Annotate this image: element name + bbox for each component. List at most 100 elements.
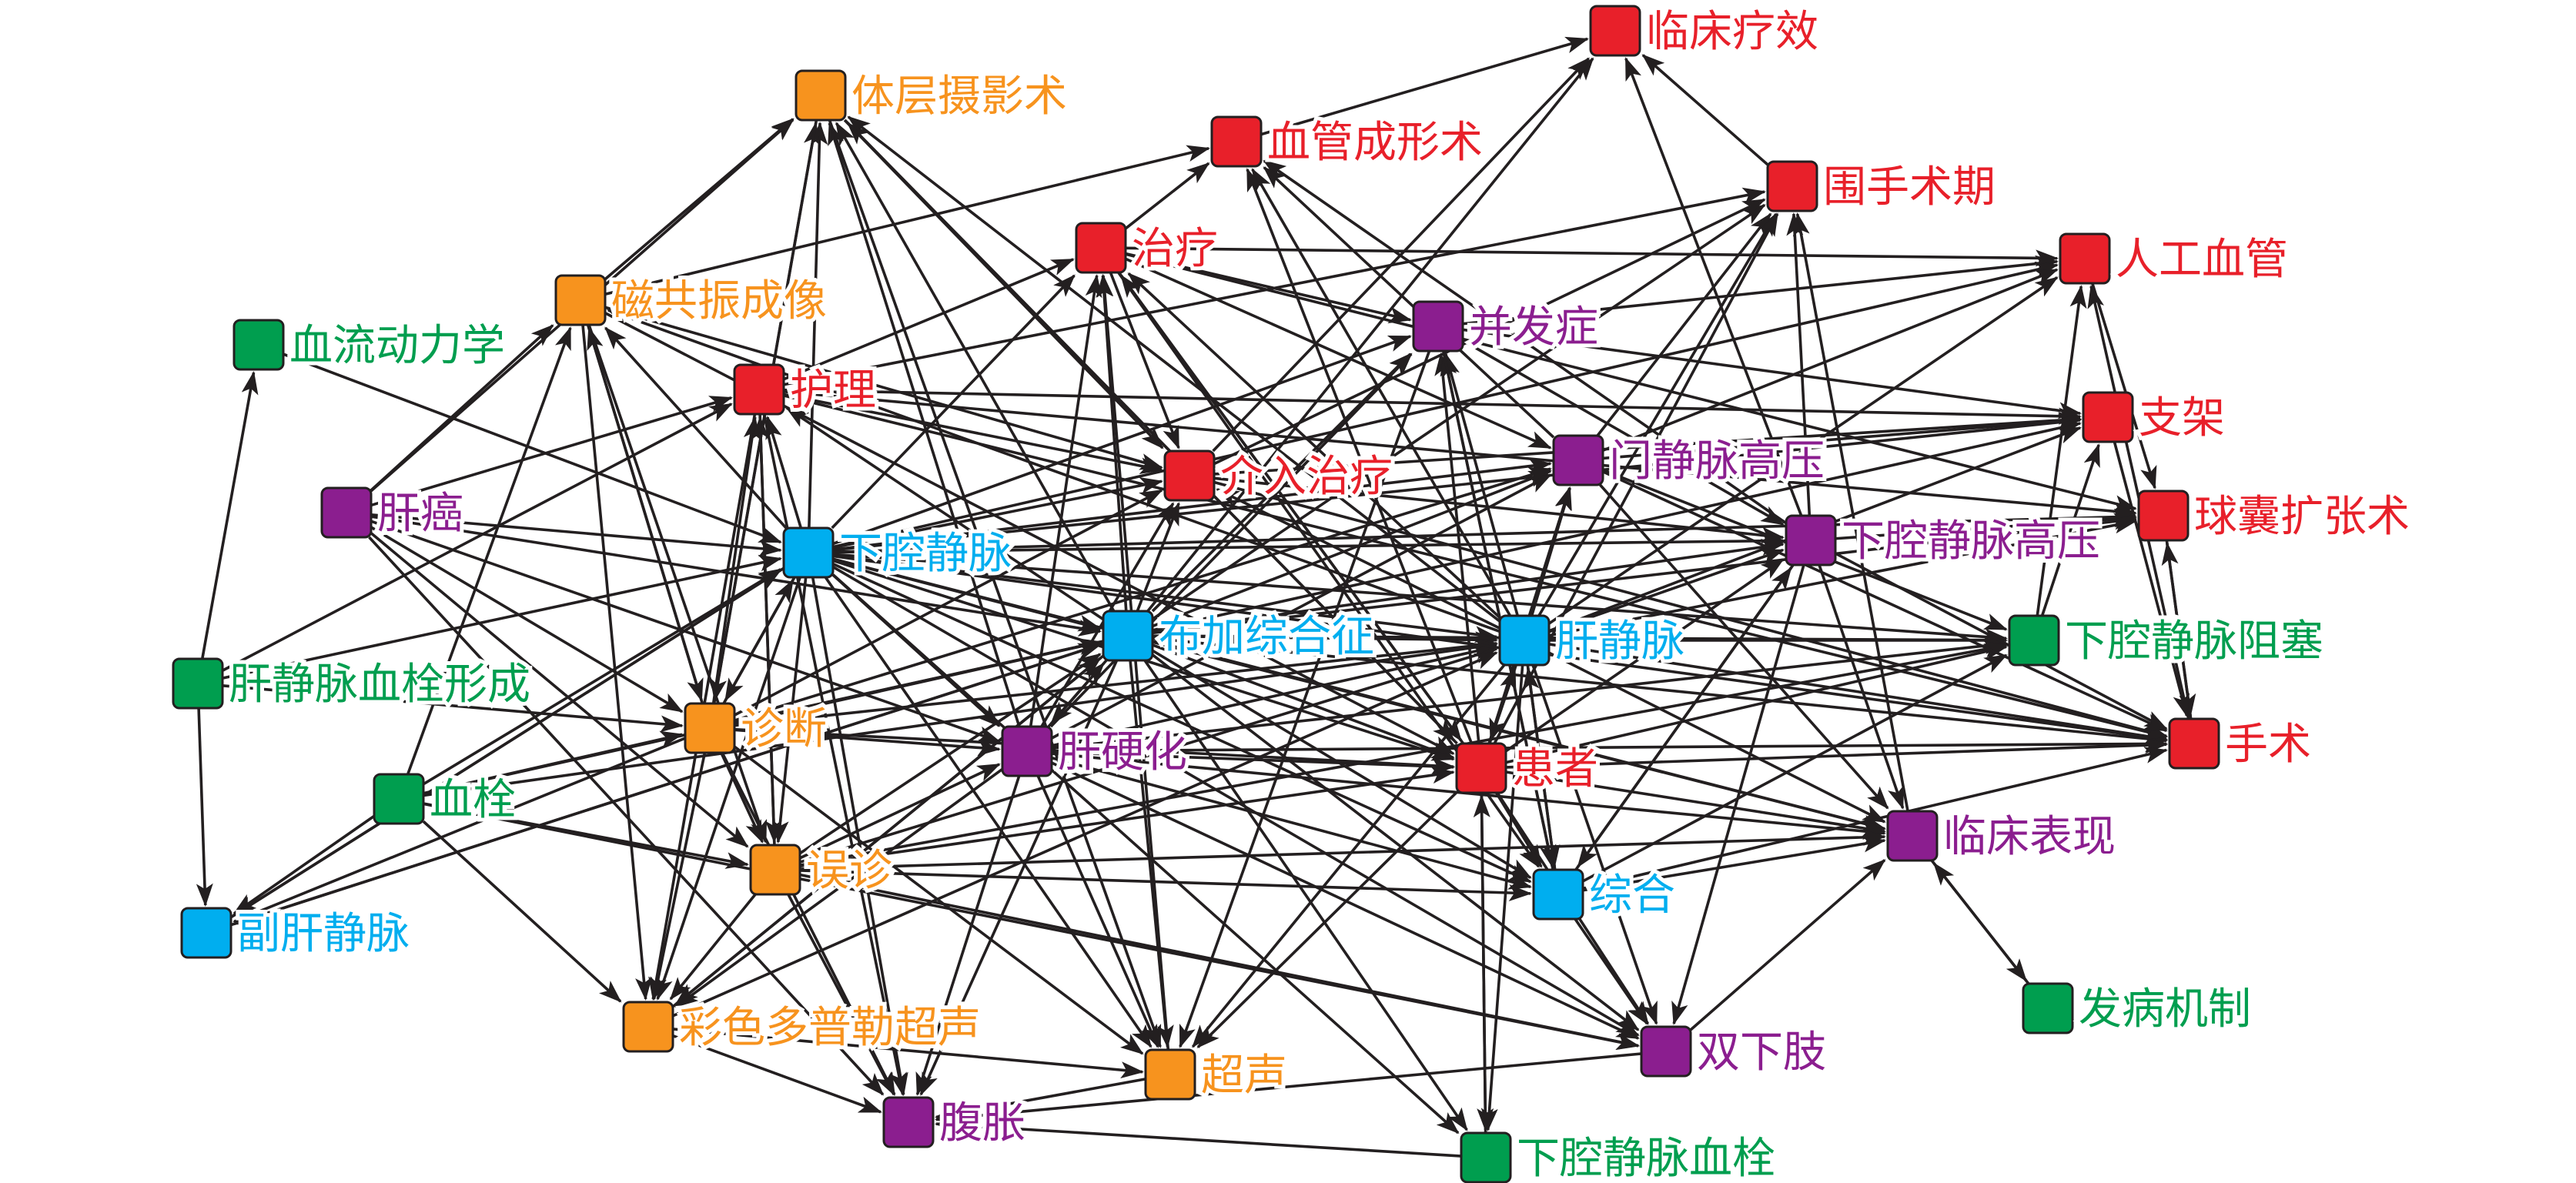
node-marker-cigongzhen[interactable] — [554, 274, 607, 326]
node-marker-xueliudonglixue[interactable] — [233, 319, 285, 371]
node-qiunangkuozhang[interactable]: 球囊扩张术 — [2137, 488, 2414, 546]
node-marker-chaosheng[interactable] — [1144, 1048, 1196, 1101]
node-xueliudonglixue[interactable]: 血流动力学 — [233, 317, 509, 375]
edge-ganyinghua-to-ganjingmai — [1051, 643, 1498, 747]
edge-xiaqiangjingmai-to-xiaqiangxueshuan — [831, 573, 1460, 1135]
node-marker-xiaqiangxueshuan[interactable] — [1460, 1131, 1512, 1183]
node-marker-caisedopule[interactable] — [622, 1001, 674, 1053]
node-zhenduan[interactable]: 诊断 — [684, 700, 831, 758]
node-label-cigongzhen: 磁共振成像 — [611, 276, 827, 326]
node-marker-fabingjizhi[interactable] — [2022, 982, 2074, 1034]
node-jieruzhiliao[interactable]: 介入治疗 — [1163, 448, 1397, 506]
node-linchuangbiaoxian[interactable]: 临床表现 — [1886, 808, 2119, 866]
node-xiaqiangjingmaigaoya[interactable]: 下腔静脉高压 — [1785, 513, 2104, 570]
node-huli[interactable]: 护理 — [733, 362, 880, 419]
edge-bujiazonghezheng-to-zonghe — [1152, 649, 1532, 879]
node-cigongzhen[interactable]: 磁共振成像 — [554, 272, 831, 330]
node-linchuangliaoxiao[interactable]: 临床疗效 — [1589, 3, 1822, 61]
node-rengongxueguan[interactable]: 人工血管 — [2059, 231, 2292, 289]
node-marker-rengongxueguan[interactable] — [2059, 232, 2111, 285]
node-marker-tiqengsheying[interactable] — [795, 69, 847, 122]
node-marker-xueshuan[interactable] — [373, 773, 425, 825]
node-chaosheng[interactable]: 超声 — [1144, 1047, 1291, 1104]
node-weishoushuqi[interactable]: 围手术期 — [1766, 159, 1999, 216]
node-marker-fuzhang[interactable] — [882, 1096, 935, 1148]
node-zonghe[interactable]: 综合 — [1532, 867, 1679, 924]
node-shoushu[interactable]: 手术 — [2168, 716, 2315, 774]
node-marker-xiaqiangjingmaigaoya[interactable] — [1785, 514, 1837, 566]
node-ganjingmai[interactable]: 肝静脉 — [1498, 613, 1688, 670]
node-label-huli: 护理 — [790, 366, 876, 416]
edge-ganai-to-huli — [370, 396, 733, 507]
node-marker-ganyinghua[interactable] — [1001, 725, 1053, 777]
edge-wuzhen-to-zonghe — [799, 869, 1532, 901]
node-fabingjizhi[interactable]: 发病机制 — [2022, 981, 2255, 1038]
edge-xiaqiangjingmaigaoya-to-qiunangkuozhang — [1835, 510, 2137, 540]
edge-menjingmaigaoya-to-shoushu — [1602, 470, 2168, 733]
node-marker-qiunangkuozhang[interactable] — [2137, 490, 2190, 542]
node-bingfazheng[interactable]: 并发症 — [1412, 299, 1602, 356]
node-shuangxiazhi[interactable]: 双下肢 — [1640, 1024, 1830, 1081]
edge-bujiazonghezheng-to-xiaqiangjingmaigaoya — [1152, 539, 1785, 634]
node-marker-huanzhe[interactable] — [1455, 742, 1507, 794]
node-ganjingmaixueshuan[interactable]: 肝静脉血栓形成 — [172, 656, 534, 713]
node-marker-ganai[interactable] — [320, 486, 373, 539]
node-xiaqiangxueshuan[interactable]: 下腔静脉血栓 — [1460, 1130, 1779, 1183]
edge-ganjingmaixueshuan-to-zhenduan — [222, 683, 684, 733]
node-zhijia[interactable]: 支架 — [2082, 389, 2229, 447]
node-marker-shoushu[interactable] — [2168, 717, 2220, 770]
edge-bingfazheng-to-xiaqiangjingmaigaoya — [1462, 339, 1785, 526]
node-marker-linchuangbiaoxian[interactable] — [1886, 810, 1939, 862]
edge-huanzhe-to-linchuangbiaoxian — [1505, 770, 1886, 837]
node-marker-fuganjingmai[interactable] — [180, 907, 233, 959]
node-marker-wuzhen[interactable] — [749, 844, 801, 896]
node-marker-shuangxiazhi[interactable] — [1640, 1025, 1692, 1078]
node-label-rengongxueguan: 人工血管 — [2116, 235, 2288, 285]
node-huanzhe[interactable]: 患者 — [1455, 740, 1602, 798]
edge-ganjingmai-to-bingfazheng — [1443, 353, 1519, 617]
node-marker-weishoushuqi[interactable] — [1766, 160, 1818, 212]
edge-bujiazonghezheng-to-xiaqiangxueshuan — [1143, 659, 1468, 1131]
edge-wuzhen-to-caisedopule — [669, 893, 757, 1001]
node-xueshuan[interactable]: 血栓 — [373, 771, 520, 829]
node-marker-menjingmaigaoya[interactable] — [1552, 434, 1604, 486]
edge-menjingmaigaoya-to-rengongxueguan — [1602, 268, 2059, 452]
node-label-xueguanchengxing: 血管成形术 — [1267, 118, 1483, 168]
node-marker-xueguanchengxing[interactable] — [1210, 115, 1263, 168]
node-marker-bujiazonghezheng[interactable] — [1102, 610, 1154, 662]
node-xiaqiangzusai[interactable]: 下腔静脉阻塞 — [2008, 613, 2327, 670]
node-wuzhen[interactable]: 误诊 — [749, 842, 896, 900]
node-marker-bingfazheng[interactable] — [1412, 300, 1464, 353]
node-fuzhang[interactable]: 腹胀 — [882, 1094, 1029, 1152]
node-marker-zhenduan[interactable] — [684, 702, 736, 754]
edge-xiaqiangzusai-to-zhijia — [2040, 443, 2100, 617]
node-marker-linchuangliaoxiao[interactable] — [1589, 5, 1641, 57]
node-marker-zhijia[interactable] — [2082, 391, 2134, 443]
edge-ganjingmaixueshuan-to-xueliudonglixue — [200, 371, 259, 660]
node-fuganjingmai[interactable]: 副肝静脉 — [180, 905, 413, 963]
node-ganai[interactable]: 肝癌 — [320, 485, 467, 543]
node-marker-xiaqiangjingmai[interactable] — [782, 526, 835, 579]
edge-shuangxiazhi-to-linchuangbiaoxian — [1689, 859, 1886, 1031]
node-marker-jieruzhiliao[interactable] — [1163, 449, 1216, 502]
node-zhiliao[interactable]: 治疗 — [1075, 220, 1222, 278]
node-bujiazonghezheng[interactable]: 布加综合征 — [1102, 608, 1378, 666]
edge-zhiliao-to-jieruzhiliao — [1109, 272, 1180, 449]
node-marker-huli[interactable] — [733, 363, 785, 416]
edge-cigongzhen-to-wuzhen — [587, 324, 768, 844]
node-label-chaosheng: 超声 — [1201, 1051, 1287, 1101]
node-marker-zhiliao[interactable] — [1075, 222, 1127, 274]
node-label-zonghe: 综合 — [1589, 871, 1675, 921]
edge-jieruzhiliao-to-xiaqiangjingmaigaoya — [1213, 476, 1785, 544]
node-marker-ganjingmaixueshuan[interactable] — [172, 657, 224, 710]
node-marker-zonghe[interactable] — [1532, 868, 1584, 921]
node-xiaqiangjingmai[interactable]: 下腔静脉 — [782, 525, 1015, 583]
node-marker-xiaqiangzusai[interactable] — [2008, 614, 2060, 667]
node-tiqengsheying[interactable]: 体层摄影术 — [795, 68, 1071, 125]
node-xueguanchengxing[interactable]: 血管成形术 — [1210, 114, 1487, 172]
edge-xiaqiangjingmai-to-chaosheng — [824, 576, 1153, 1048]
node-caisedopule[interactable]: 彩色多普勒超声 — [622, 999, 985, 1057]
node-menjingmaigaoya[interactable]: 门静脉高压 — [1552, 433, 1828, 490]
node-ganyinghua[interactable]: 肝硬化 — [1001, 724, 1191, 781]
node-marker-ganjingmai[interactable] — [1498, 614, 1551, 667]
